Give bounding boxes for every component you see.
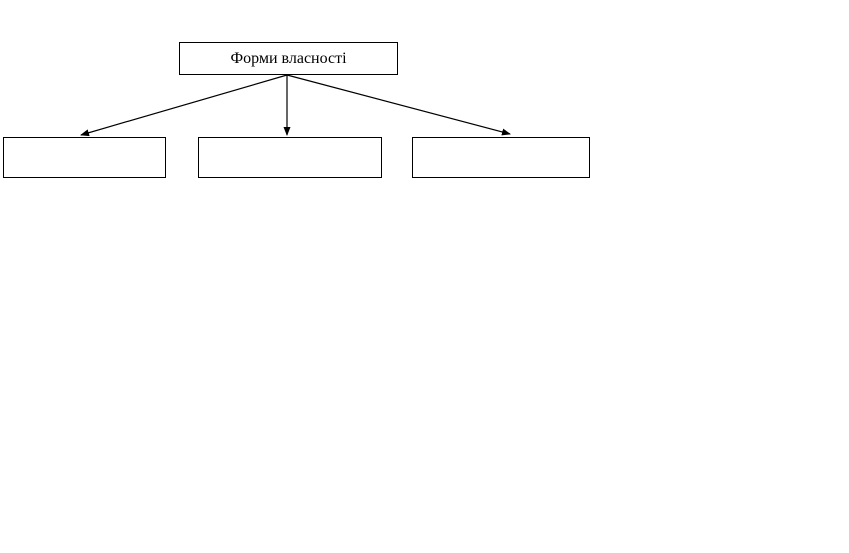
root-box-label: Форми власності <box>230 49 347 67</box>
arrow-root-to-child-3 <box>286 74 511 136</box>
root-box-forms-of-ownership: Форми власності <box>179 42 398 75</box>
child-box-3-empty <box>412 137 590 178</box>
child-box-2-empty <box>198 137 382 178</box>
child-box-1-empty <box>3 137 166 178</box>
arrow-root-to-child-1 <box>80 74 288 137</box>
